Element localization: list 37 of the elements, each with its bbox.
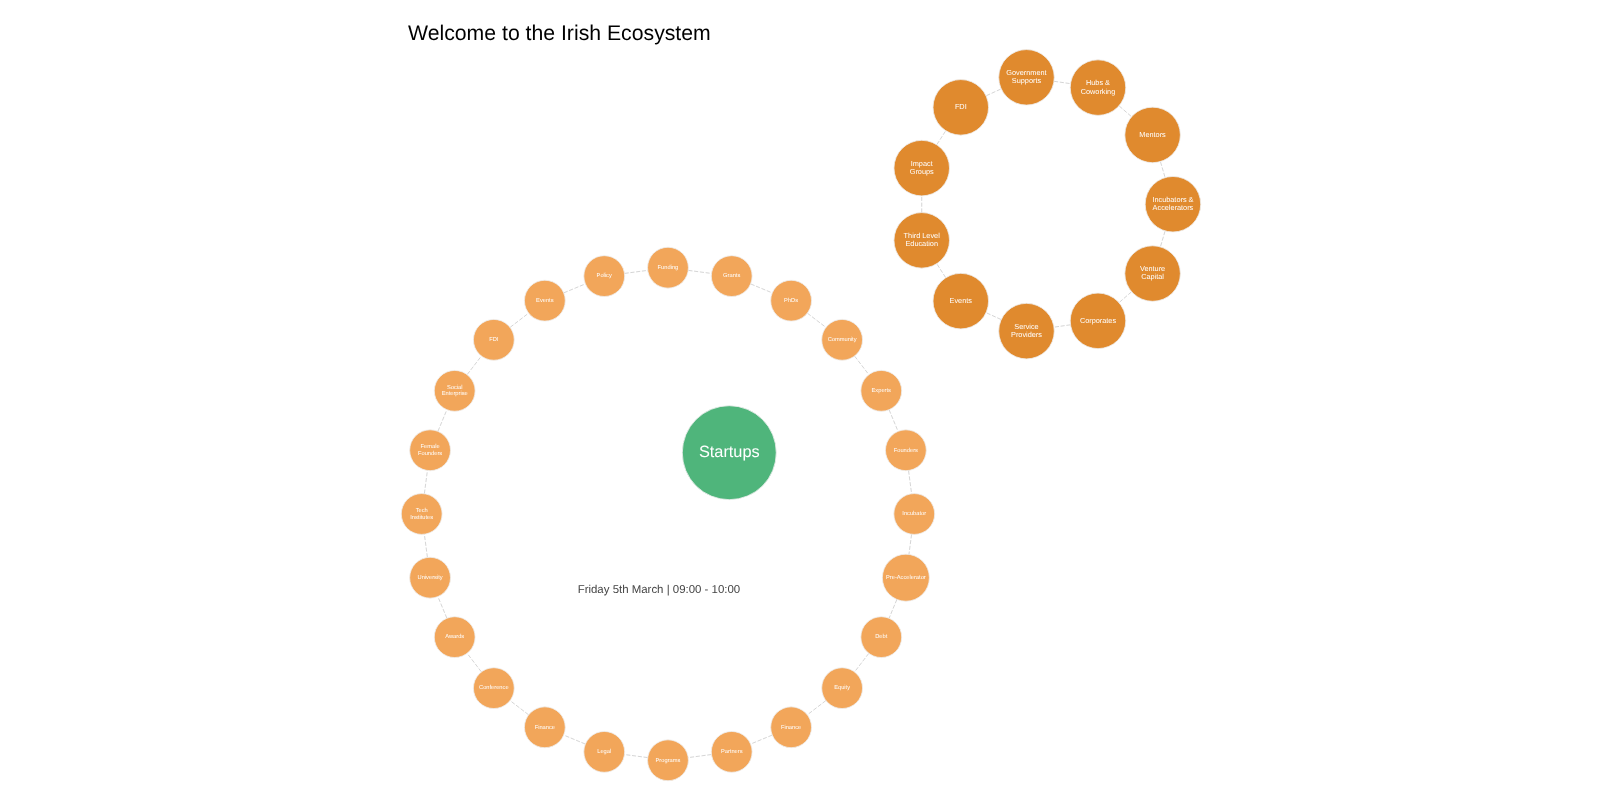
diagram-title: Welcome to the Irish Ecosystem: [407, 21, 710, 46]
connector: [465, 355, 481, 375]
connector: [935, 263, 945, 278]
connector: [984, 312, 1001, 320]
connector: [508, 700, 528, 716]
connector: [985, 88, 1001, 97]
connector: [887, 409, 898, 432]
connector: [1052, 80, 1070, 85]
connector: [749, 734, 772, 745]
connector: [907, 534, 911, 555]
connector: [907, 470, 911, 495]
connector: [853, 355, 869, 375]
connector: [1159, 161, 1165, 178]
connector: [422, 533, 427, 558]
connector: [887, 599, 897, 619]
connector: [508, 312, 528, 328]
connector: [562, 734, 585, 745]
connector: [1117, 291, 1131, 303]
connector: [562, 283, 585, 294]
connector: [920, 195, 922, 213]
connector: [806, 700, 826, 716]
connector: [935, 130, 945, 145]
connector: [465, 653, 481, 673]
connector: [623, 269, 648, 274]
node-circle: Startups: [680, 405, 776, 501]
connector: [436, 409, 447, 432]
connector: [749, 283, 772, 294]
connector: [853, 653, 869, 673]
connector: [1117, 105, 1131, 117]
connector: [1052, 324, 1070, 328]
connector: [1159, 230, 1165, 248]
connector: [686, 754, 711, 758]
connector: [423, 470, 427, 494]
connector: [806, 312, 826, 328]
connector: [436, 596, 447, 619]
connector: [623, 754, 647, 758]
connector: [687, 270, 711, 274]
